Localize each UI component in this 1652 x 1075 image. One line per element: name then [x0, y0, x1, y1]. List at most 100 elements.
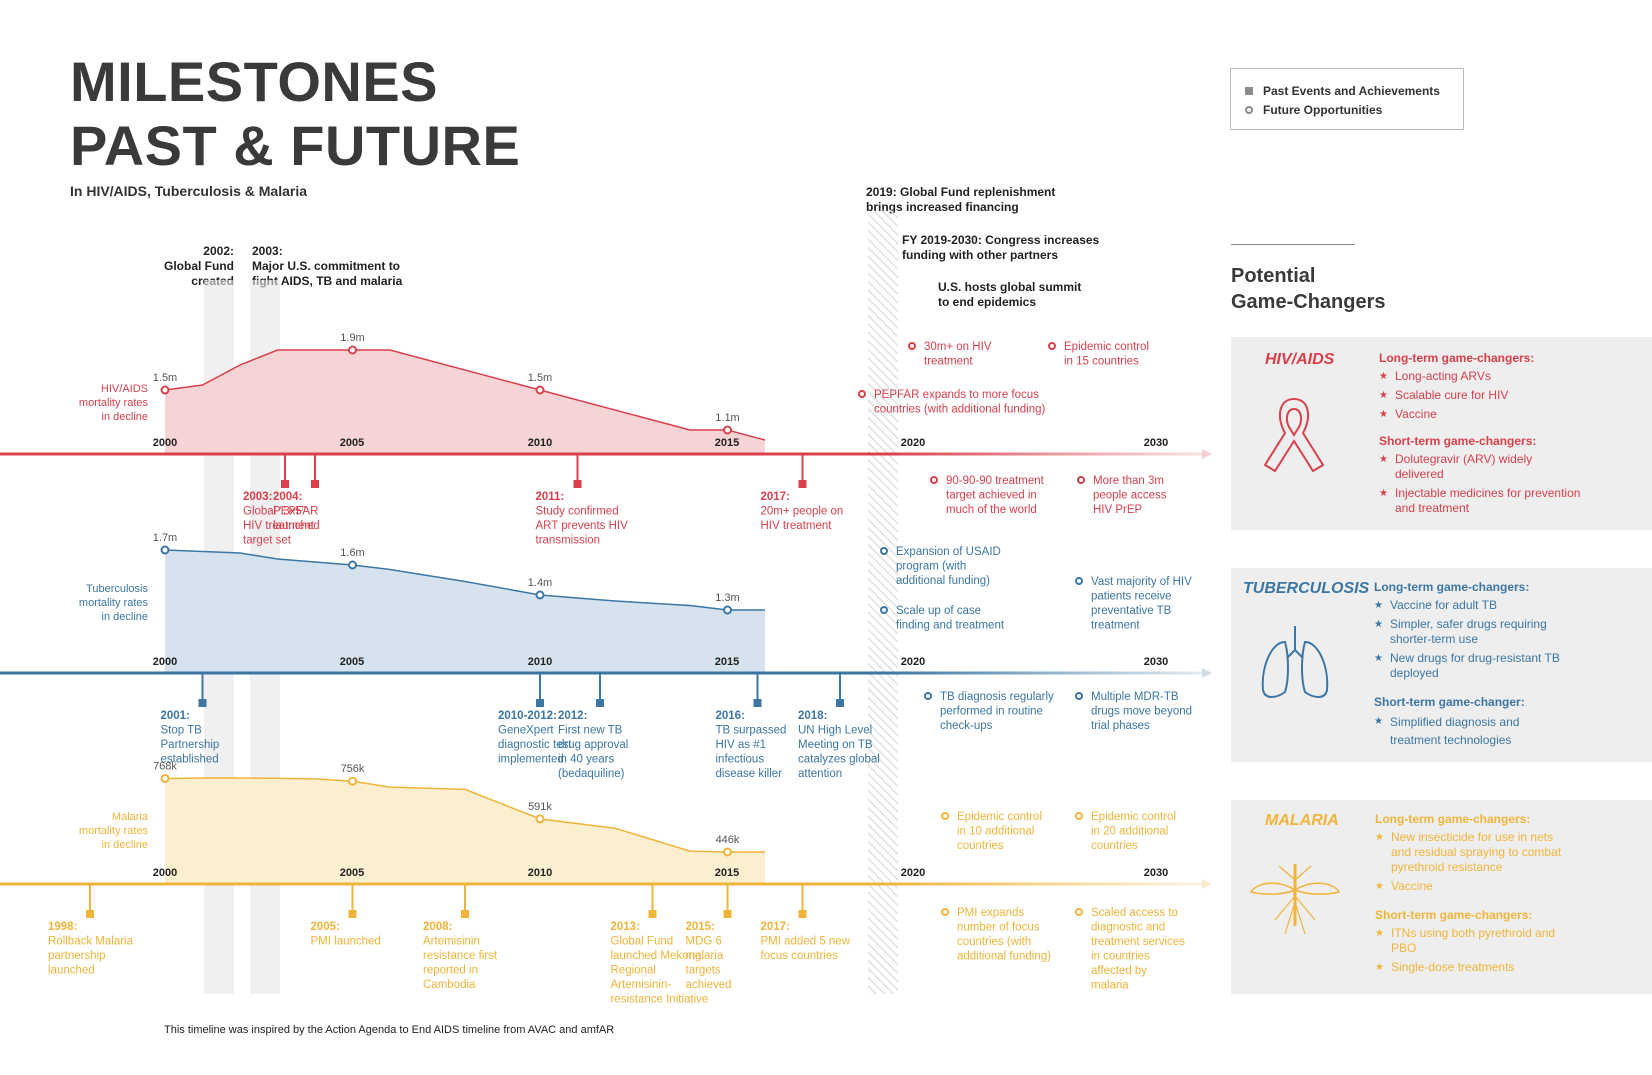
hiv-data-point: [348, 345, 357, 355]
tb-event-marker: [836, 699, 844, 707]
hiv-long-item: Long-acting ARVs: [1379, 369, 1639, 384]
mal-data-point: [160, 773, 170, 783]
hiv-data-point: [723, 425, 732, 435]
gc-title-1: Potential: [1231, 265, 1316, 287]
hiv-area: [165, 350, 765, 454]
mal-future-text: additional funding): [957, 951, 1051, 963]
hiv-future-text: people access: [1093, 490, 1167, 502]
hiv-short-item: Dolutegravir (ARV) widely delivered: [1379, 452, 1545, 482]
mal-event-text: launched Mekong: [611, 950, 702, 962]
mal-future-text: in 10 additional: [957, 826, 1034, 838]
hiv-data-label: 1.5m: [528, 372, 552, 384]
mal-event-text: Artemisinin-: [611, 979, 672, 991]
tb-data-label: 1.6m: [340, 547, 364, 559]
legend-past-label: Past Events and Achievements: [1263, 83, 1440, 98]
hiv-row-label: in decline: [102, 411, 148, 423]
tb-event-text: Meeting on TB: [798, 739, 873, 751]
mal-data-label: 756k: [341, 763, 365, 775]
band-2019: [868, 210, 898, 994]
mal-area: [165, 778, 765, 884]
note-summit-a: U.S. hosts global summit: [938, 280, 1082, 294]
mal-event-text: 2017:: [761, 921, 790, 933]
mal-row-label: in decline: [102, 839, 148, 851]
mal-future-marker: [941, 812, 949, 820]
tb-event-text: implemented: [498, 754, 564, 766]
mal-event-text: focus countries: [761, 950, 839, 962]
hiv-event-text: launched: [273, 520, 320, 532]
mal-data-label: 591k: [528, 801, 552, 813]
tb-event-text: 2001:: [161, 710, 190, 722]
game-changers-title: Potential Game-Changers: [1231, 263, 1386, 315]
tb-future-text: preventative TB: [1091, 605, 1172, 617]
mal-short-item: Single-dose treatments: [1375, 960, 1640, 975]
tb-event-text: diagnostic test: [498, 739, 572, 751]
mal-event-text: 2013:: [611, 921, 640, 933]
tb-future-text: drugs move beyond: [1091, 706, 1192, 718]
tb-tick-label: 2020: [901, 656, 925, 668]
mal-line: [164, 777, 765, 853]
panel-tb: TUBERCULOSIS Long-term game-changers: Va…: [1231, 568, 1652, 762]
tb-row-label: Tuberculosis: [86, 583, 148, 595]
note-fy2019-a: FY 2019-2030: Congress increases: [902, 233, 1100, 247]
tb-future-text: additional funding): [896, 575, 990, 587]
mal-event-text: launched: [48, 965, 95, 977]
mal-event-text: Cambodia: [423, 979, 476, 991]
tb-future-text: program (with: [896, 561, 966, 573]
mal-data-point: [348, 776, 357, 786]
legend-future-label: Future Opportunities: [1263, 102, 1383, 117]
legend-future: Future Opportunities: [1245, 100, 1449, 119]
mal-data-label: 768k: [153, 760, 177, 772]
tb-event-text: (bedaquiline): [558, 768, 625, 780]
mal-event-text: Rollback Malaria: [48, 936, 134, 948]
note-2002-a: 2002:: [203, 244, 234, 258]
hiv-data-label: 1.5m: [153, 372, 177, 384]
mal-axis-arrow: [1202, 879, 1212, 889]
hiv-short-item: Injectable medicines for prevention and …: [1379, 486, 1585, 516]
note-2019: 2019: Global Fund replenishment brings i…: [866, 185, 1055, 215]
panel-hiv-content: Long-term game-changers: Long-acting ARV…: [1379, 351, 1639, 516]
tb-future-marker: [880, 606, 888, 614]
note-2003-c: fight AIDS, TB and malaria: [252, 274, 403, 288]
mal-future-text: PMI expands: [957, 907, 1024, 919]
hiv-tick-label: 2000: [153, 437, 177, 449]
tb-event-text: First new TB: [558, 725, 623, 737]
hiv-future-marker: [858, 390, 866, 398]
ribbon-icon: [1263, 397, 1325, 473]
mal-data-point: [535, 814, 545, 824]
legend-box: Past Events and Achievements Future Oppo…: [1230, 68, 1464, 130]
hiv-long-head: Long-term game-changers:: [1379, 351, 1535, 365]
mal-short-item: ITNs using both pyrethroid and PBO: [1375, 926, 1566, 956]
tb-tick-label: 2010: [528, 656, 552, 668]
tb-axis-arrow: [1202, 668, 1212, 678]
hiv-data-point: [160, 385, 170, 395]
hiv-event-text: HIV treatment: [761, 520, 833, 532]
tb-event-text: 2012:: [558, 710, 587, 722]
tb-event-text: TB surpassed: [716, 725, 787, 737]
hiv-future-text: treatment: [924, 356, 973, 368]
mal-future-text: diagnostic and: [1091, 922, 1165, 934]
mal-event-text: partnership: [48, 950, 106, 962]
mal-row-label: mortality rates: [79, 825, 149, 837]
mal-tick-label: 2020: [901, 867, 925, 879]
tb-future-marker: [1075, 577, 1083, 585]
mal-short-head: Short-term game-changers:: [1375, 908, 1533, 922]
panel-malaria-content: Long-term game-changers: New insecticide…: [1375, 812, 1640, 975]
tb-event-text: catalyzes global: [798, 754, 880, 766]
tb-area: [165, 550, 765, 673]
gc-title-2: Game-Changers: [1231, 291, 1386, 313]
mal-future-marker: [941, 908, 949, 916]
mal-event-text: achieved: [686, 979, 732, 991]
hiv-event-text: Global “3x5”: [243, 506, 306, 518]
mal-future-text: treatment services: [1091, 936, 1185, 948]
lungs-icon: [1261, 626, 1329, 698]
circle-icon: [1245, 105, 1253, 114]
hiv-tick-label: 2020: [901, 437, 925, 449]
hiv-event-marker: [798, 480, 807, 488]
hiv-future-text: in 15 countries: [1064, 356, 1139, 368]
hiv-event-text: PEPFAR: [273, 506, 318, 518]
tb-event-marker: [198, 699, 207, 707]
hiv-event-text: 2017:: [761, 491, 790, 503]
tb-row-label: mortality rates: [79, 597, 149, 609]
